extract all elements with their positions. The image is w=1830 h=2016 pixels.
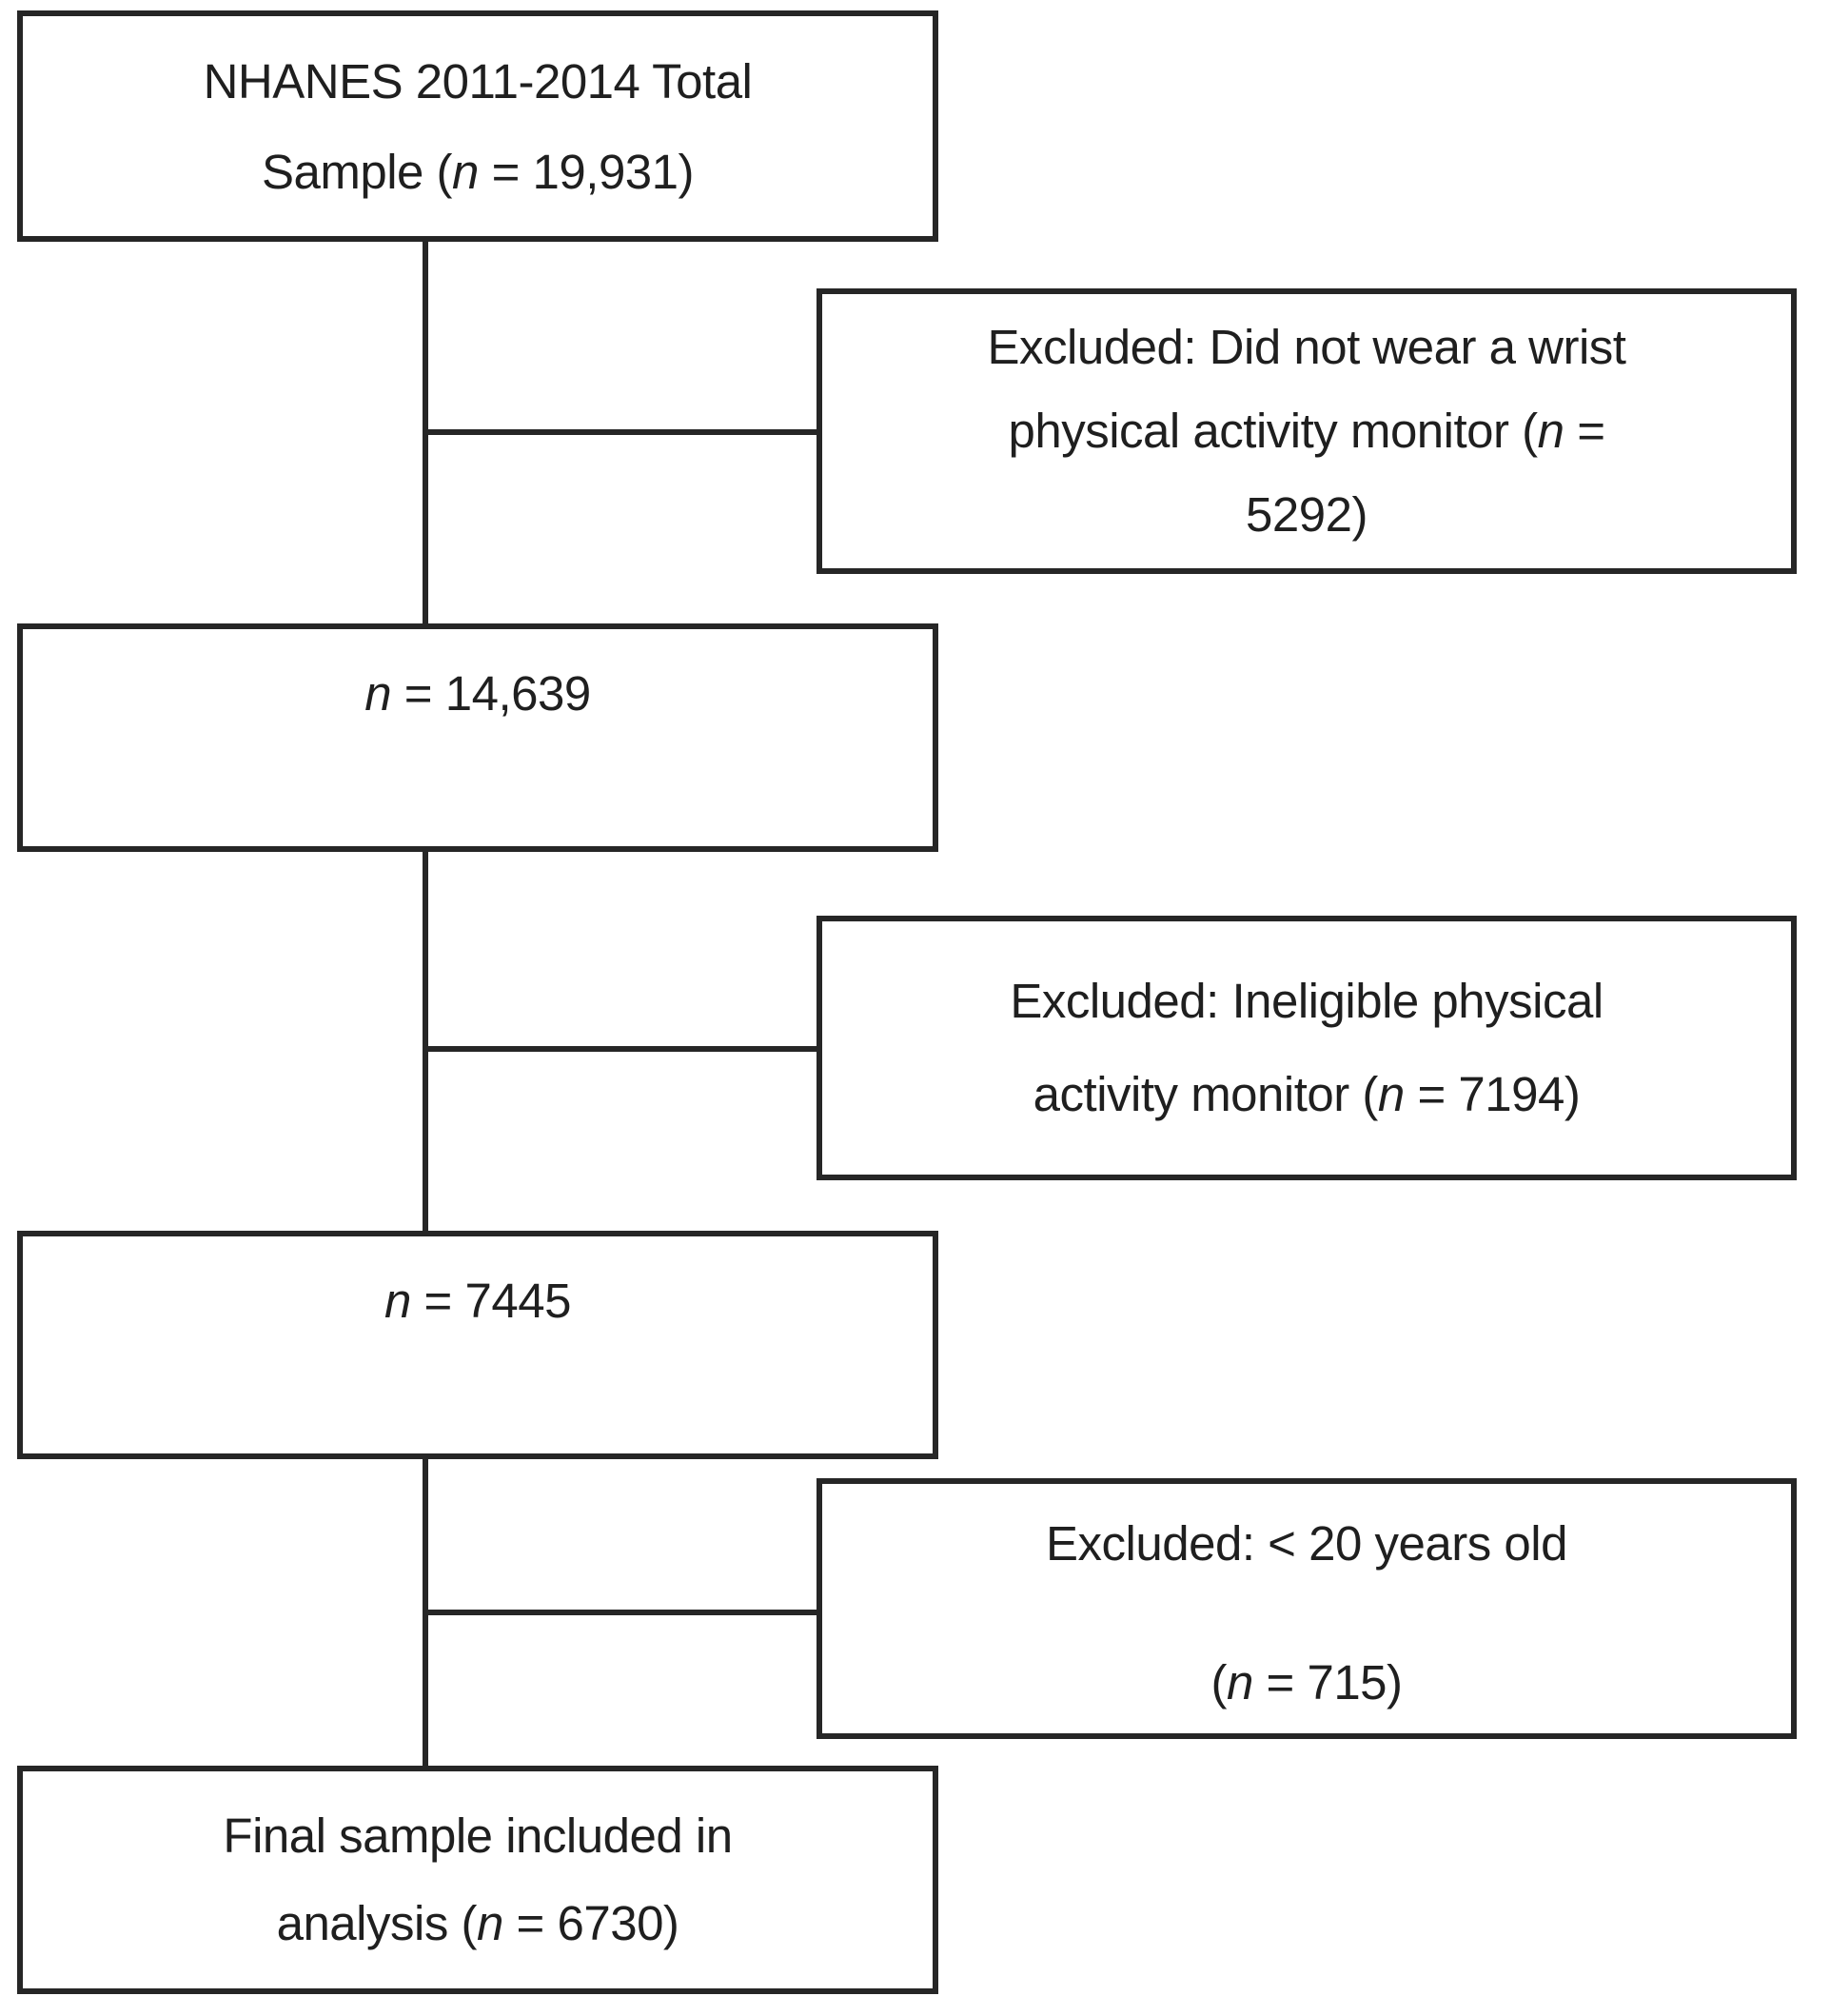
- n-italic: n: [364, 666, 392, 721]
- text-line: 5292): [1246, 473, 1368, 557]
- flow-box-excluded-under-20: Excluded: < 20 years old (n = 715): [817, 1478, 1797, 1739]
- flow-box-excluded-no-wrist-monitor: Excluded: Did not wear a wrist physical …: [817, 288, 1797, 574]
- text-line: Excluded: Ineligible physical: [1010, 955, 1604, 1048]
- n-italic: n: [1537, 404, 1564, 458]
- n-italic: n: [476, 1896, 503, 1950]
- text-segment: Final sample included in: [223, 1808, 733, 1863]
- text-segment: activity monitor (: [1033, 1067, 1379, 1121]
- flow-box-eligible-monitor-sample: n = 7445: [17, 1231, 938, 1459]
- text-line: NHANES 2011-2014 Total: [204, 36, 753, 127]
- text-segment: = 6730): [502, 1896, 679, 1950]
- text-line: Final sample included in: [223, 1792, 733, 1880]
- text-segment: = 7445: [410, 1274, 572, 1328]
- n-italic: n: [452, 144, 479, 199]
- text-segment: 5292): [1246, 487, 1368, 542]
- n-italic: n: [1226, 1655, 1253, 1710]
- text-segment: Excluded: < 20 years old: [1046, 1516, 1567, 1571]
- text-segment: = 7194): [1404, 1067, 1581, 1121]
- text-line: Excluded: < 20 years old: [1046, 1514, 1567, 1573]
- text-line: physical activity monitor (n =: [1009, 389, 1605, 473]
- text-segment: Excluded: Ineligible physical: [1010, 974, 1604, 1028]
- text-segment: = 715): [1252, 1655, 1403, 1710]
- text-segment: NHANES 2011-2014 Total: [203, 53, 753, 109]
- text-segment: analysis (: [276, 1896, 478, 1950]
- text-line: Sample (n = 19,931): [261, 127, 695, 217]
- connector-branch-3: [425, 1610, 820, 1615]
- connector-vertical-2: [423, 850, 428, 1233]
- text-segment: Sample (: [261, 144, 453, 199]
- text-segment: = 14,639: [391, 666, 591, 721]
- text-line: n = 7445: [384, 1257, 571, 1345]
- text-line: Excluded: Did not wear a wrist: [988, 306, 1626, 389]
- flow-box-total-sample: NHANES 2011-2014 Total Sample (n = 19,93…: [17, 10, 938, 242]
- text-segment: = 19,931): [478, 144, 695, 199]
- flow-box-final-sample: Final sample included in analysis (n = 6…: [17, 1766, 938, 1994]
- n-italic: n: [1377, 1067, 1405, 1121]
- text-line: n = 14,639: [364, 650, 591, 738]
- text-segment: =: [1564, 404, 1605, 458]
- connector-branch-2: [425, 1046, 820, 1052]
- connector-branch-1: [425, 429, 820, 435]
- flow-box-excluded-ineligible-monitor: Excluded: Ineligible physical activity m…: [817, 916, 1797, 1180]
- text-segment: physical activity monitor (: [1008, 404, 1539, 458]
- text-segment: Excluded: Did not wear a wrist: [987, 320, 1626, 374]
- flow-box-wore-monitor-sample: n = 14,639: [17, 623, 938, 852]
- text-line: activity monitor (n = 7194): [1033, 1048, 1581, 1141]
- text-line: (n = 715): [1210, 1653, 1403, 1712]
- n-italic: n: [384, 1274, 411, 1328]
- text-line: analysis (n = 6730): [277, 1880, 679, 1967]
- text-segment: (: [1210, 1655, 1227, 1710]
